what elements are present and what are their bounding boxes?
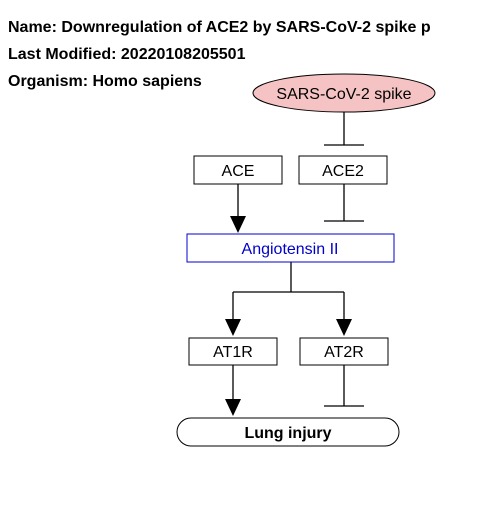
arrowhead-angiotensin-at2r <box>336 319 352 336</box>
node-ace2[interactable]: ACE2 <box>298 155 388 185</box>
node-at2r[interactable]: AT2R <box>299 337 389 366</box>
node-spike[interactable]: SARS-CoV-2 spike <box>252 73 436 113</box>
arrowhead-angiotensin-at1r <box>225 319 241 336</box>
node-at1r[interactable]: AT1R <box>188 337 278 366</box>
node-at1r-label: AT1R <box>213 344 253 361</box>
node-ace2-label: ACE2 <box>322 163 364 180</box>
arrowhead-ace-angiotensin <box>230 216 246 233</box>
node-ace2-shape <box>298 155 388 185</box>
node-angiotensin-shape <box>186 233 395 263</box>
node-angiotensin-label: Angiotensin II <box>242 241 339 258</box>
node-lung-injury-label: Lung injury <box>244 425 331 442</box>
node-ace[interactable]: ACE <box>193 155 283 185</box>
node-angiotensin[interactable]: Angiotensin II <box>186 233 395 263</box>
node-ace-label: ACE <box>222 163 255 180</box>
node-at2r-label: AT2R <box>324 344 364 361</box>
arrowhead-at1r-lung <box>225 399 241 416</box>
node-lung-injury[interactable]: Lung injury <box>176 417 400 447</box>
node-at1r-shape <box>188 337 278 366</box>
last-modified: Last Modified: 20220108205501 <box>8 46 246 63</box>
organism: Organism: Homo sapiens <box>8 73 202 90</box>
node-at2r-shape <box>299 337 389 366</box>
pathway-name: Name: Downregulation of ACE2 by SARS-CoV… <box>8 19 431 36</box>
node-spike-label: SARS-CoV-2 spike <box>276 86 411 103</box>
node-ace-shape <box>193 155 283 185</box>
node-spike-shape <box>252 73 436 113</box>
pathway-header: Name: Downregulation of ACE2 by SARS-CoV… <box>8 14 480 95</box>
node-lung-injury-shape <box>176 417 400 447</box>
